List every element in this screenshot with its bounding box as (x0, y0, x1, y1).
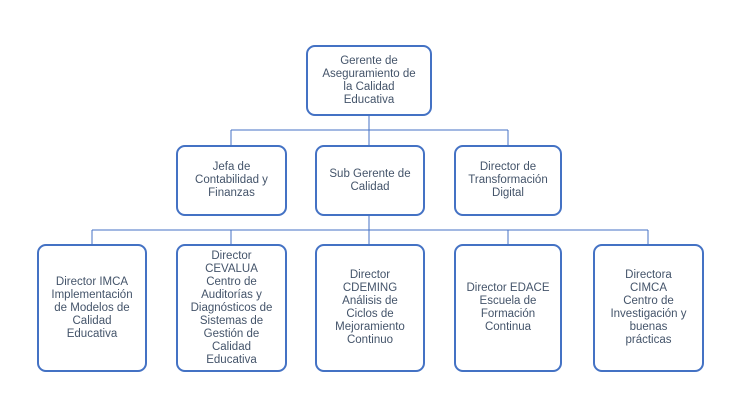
node-directora-cimca: Directora CIMCA Centro de Investigación … (593, 244, 704, 372)
node-jefa-contabilidad: Jefa de Contabilidad y Finanzas (176, 145, 287, 216)
node-director-edace: Director EDACE Escuela de Formación Cont… (454, 244, 562, 372)
node-director-cevalua: Director CEVALUA Centro de Auditorías y … (176, 244, 287, 372)
node-director-imca: Director IMCA Implementación de Modelos … (37, 244, 147, 372)
node-director-cdeming: Director CDEMING Análisis de Ciclos de M… (315, 244, 425, 372)
node-director-transformacion: Director de Transformación Digital (454, 145, 562, 216)
node-gerente-aseguramiento: Gerente de Aseguramiento de la Calidad E… (306, 45, 432, 116)
node-subgerente-calidad: Sub Gerente de Calidad (315, 145, 425, 216)
